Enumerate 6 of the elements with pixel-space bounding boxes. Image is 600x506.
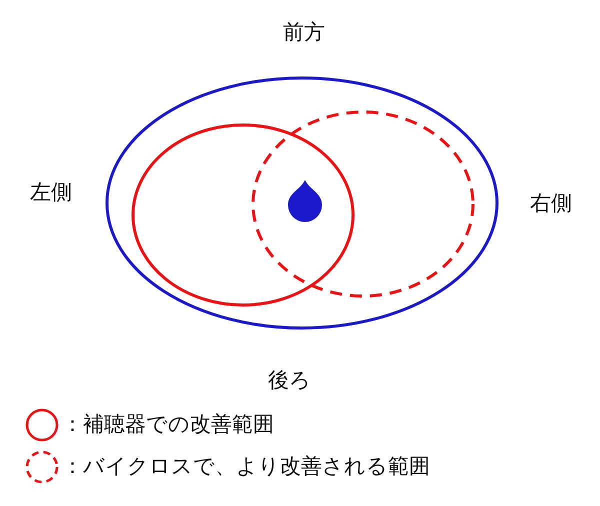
direction-label: 後ろ <box>268 370 311 391</box>
direction-label: 左側 <box>30 182 72 203</box>
direction-label: 前方 <box>283 22 325 43</box>
legend-text: ：補聴器での改善範囲 <box>62 414 274 435</box>
legend-text: ：バイクロスで、より改善される範囲 <box>62 456 430 477</box>
direction-label: 右側 <box>530 193 572 214</box>
